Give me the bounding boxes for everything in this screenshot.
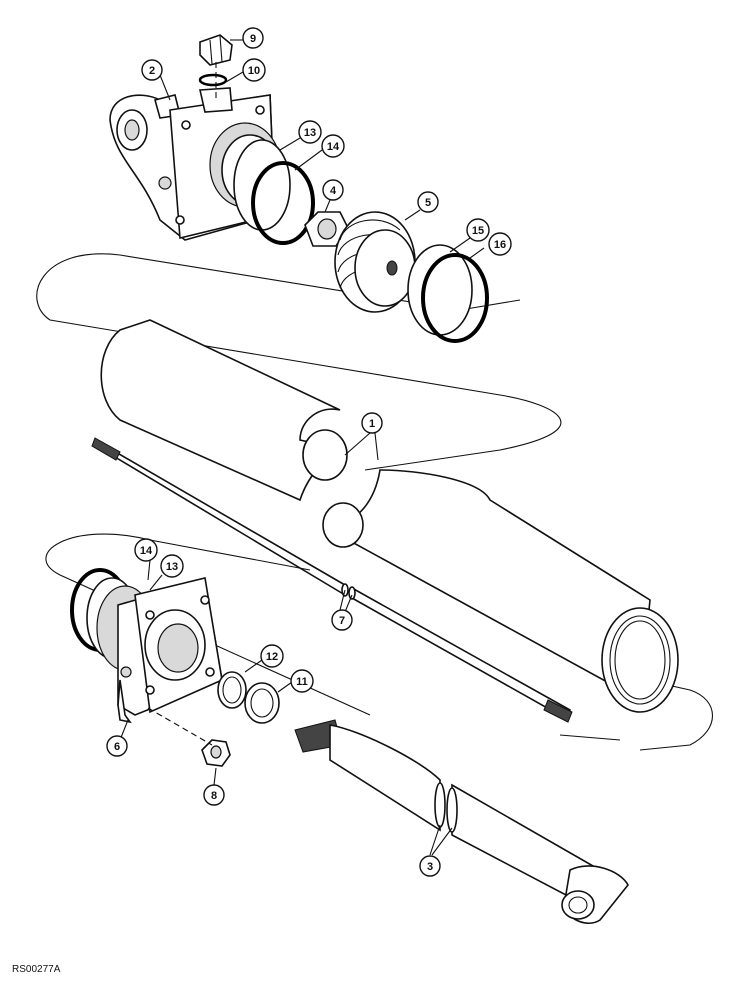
tie-rod: [91, 437, 573, 723]
callout-11: 11: [290, 669, 314, 693]
callout-10: 10: [242, 58, 266, 82]
callout-9: 9: [242, 27, 264, 49]
svg-text:1: 1: [369, 418, 375, 430]
callout-7: 7: [331, 609, 353, 631]
svg-text:10: 10: [248, 65, 260, 77]
svg-text:6: 6: [114, 741, 120, 753]
callout-13-upper: 13: [298, 120, 322, 144]
nut: [304, 211, 349, 247]
piston-rod: [294, 719, 629, 924]
callout-3: 3: [419, 855, 441, 877]
svg-text:7: 7: [339, 615, 345, 627]
svg-text:8: 8: [211, 790, 217, 802]
svg-text:2: 2: [149, 65, 155, 77]
svg-text:4: 4: [330, 185, 337, 197]
svg-text:5: 5: [425, 197, 431, 209]
piston: [334, 211, 416, 313]
svg-text:16: 16: [494, 239, 506, 251]
svg-text:3: 3: [427, 861, 433, 873]
lower-nut: [201, 739, 231, 767]
wiper-seal: [244, 682, 280, 724]
callout-12: 12: [260, 644, 284, 668]
backup-ring-upper: [233, 139, 291, 231]
svg-text:14: 14: [140, 545, 153, 557]
piston-seal: [421, 253, 489, 343]
svg-text:12: 12: [266, 651, 278, 663]
upper-assembly-outline: [36, 253, 562, 471]
o-ring-upper-plug: [198, 73, 228, 87]
callout-1: 1: [361, 412, 383, 434]
svg-text:11: 11: [296, 676, 308, 688]
plug: [199, 34, 233, 66]
figure-reference: RS00277A: [12, 964, 61, 975]
cylinder-base-head: [70, 568, 223, 724]
callout-13-lower: 13: [160, 554, 184, 578]
callout-4: 4: [322, 179, 344, 201]
callout-6: 6: [106, 735, 128, 757]
svg-text:9: 9: [250, 33, 256, 45]
callout-5: 5: [417, 191, 439, 213]
svg-text:13: 13: [304, 127, 316, 139]
svg-text:13: 13: [166, 561, 178, 573]
callout-16: 16: [488, 232, 512, 256]
callout-8: 8: [203, 784, 225, 806]
cylinder-barrel: [100, 319, 679, 713]
callout-2: 2: [141, 59, 163, 81]
callout-14-upper: 14: [321, 134, 345, 158]
lower-assembly-outline: [45, 533, 714, 751]
svg-text:14: 14: [327, 141, 340, 153]
o-ring-upper: [251, 161, 315, 245]
svg-text:15: 15: [472, 225, 484, 237]
callout-15: 15: [466, 218, 490, 242]
callout-14-lower: 14: [134, 538, 158, 562]
